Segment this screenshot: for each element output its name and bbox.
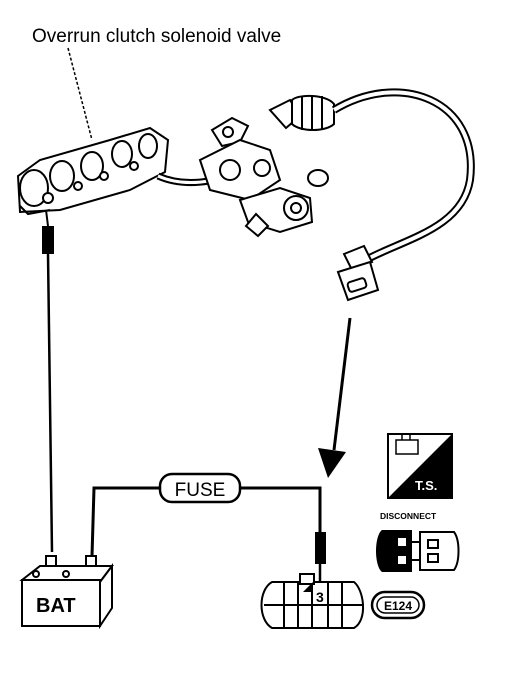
connector-face	[260, 573, 364, 629]
solenoid-lead-wire	[42, 209, 54, 553]
fuse-label: FUSE	[175, 480, 226, 501]
harness-connector	[336, 244, 380, 302]
engine-component-cluster	[198, 98, 329, 238]
terminal-marker	[303, 582, 313, 592]
disconnect-label: DISCONNECT	[380, 511, 437, 521]
battery-label: BAT	[36, 595, 76, 617]
component-title: Overrun clutch solenoid valve	[32, 26, 281, 47]
harness-boot	[291, 94, 335, 131]
connector-id: E124	[384, 599, 412, 613]
test-lead-plug	[315, 532, 326, 564]
view-direction-arrow	[318, 317, 352, 478]
connector-id-badge	[370, 590, 426, 620]
fuse-circuit-wire	[90, 486, 160, 557]
fuse-circuit-wire-right	[240, 486, 322, 532]
connector-terminal-number: 3	[316, 589, 324, 605]
title-leader-line	[67, 47, 93, 141]
solenoid-valve-body	[16, 126, 170, 216]
ts-label: T.S.	[415, 478, 437, 493]
disconnect-connector-icon	[376, 530, 460, 572]
main-harness	[331, 88, 475, 266]
test-symbol-icon	[387, 433, 453, 499]
fuse	[158, 472, 242, 504]
battery	[19, 555, 114, 630]
